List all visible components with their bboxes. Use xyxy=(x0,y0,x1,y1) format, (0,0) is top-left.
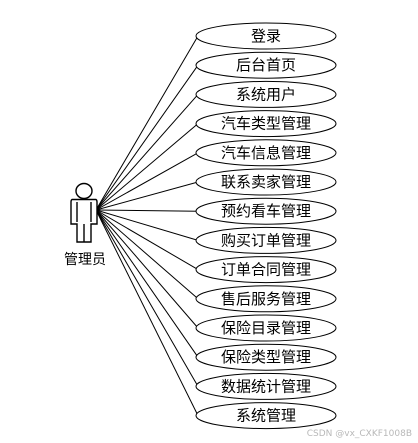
use-case-ellipse xyxy=(195,285,337,313)
use-case-label: 汽车类型管理 xyxy=(221,115,311,133)
use-case-ellipse xyxy=(195,168,337,196)
association-line xyxy=(95,209,199,416)
use-case-list: 登录后台首页系统用户汽车类型管理汽车信息管理联系卖家管理预约看车管理购买订单管理… xyxy=(195,22,337,430)
use-case-ellipse xyxy=(195,343,337,371)
use-case-label: 系统用户 xyxy=(236,85,296,103)
use-case-label: 预约看车管理 xyxy=(221,202,311,220)
use-case-label: 售后服务管理 xyxy=(221,290,311,308)
use-case-label: 数据统计管理 xyxy=(221,377,311,395)
use-case-ellipse xyxy=(195,51,337,79)
use-case-ellipse xyxy=(195,314,337,342)
association-line xyxy=(95,209,199,329)
use-case-label: 订单合同管理 xyxy=(221,261,311,279)
use-case: 系统管理 xyxy=(195,402,337,430)
use-case: 系统用户 xyxy=(195,80,337,108)
stick-figure-actor-icon xyxy=(70,182,98,243)
use-case: 预约看车管理 xyxy=(195,197,337,225)
association-line xyxy=(95,209,199,387)
use-case-ellipse xyxy=(195,80,337,108)
use-case-label: 系统管理 xyxy=(236,407,296,425)
association-line xyxy=(95,209,199,300)
use-case: 购买订单管理 xyxy=(195,226,337,254)
association-line xyxy=(95,209,199,212)
watermark-text: CSDN @vx_CXKF1008B xyxy=(307,429,412,439)
association-line xyxy=(95,123,199,211)
use-case: 汽车类型管理 xyxy=(195,110,337,138)
use-case: 保险类型管理 xyxy=(195,343,337,371)
association-line xyxy=(95,209,199,241)
use-case-label: 保险类型管理 xyxy=(221,348,311,366)
use-case-label: 联系卖家管理 xyxy=(221,173,311,191)
association-line xyxy=(95,35,199,211)
use-case-ellipse xyxy=(195,226,337,254)
use-case: 保险目录管理 xyxy=(195,314,337,342)
use-case-ellipse xyxy=(195,372,337,400)
use-case-ellipse xyxy=(195,22,337,50)
use-case: 联系卖家管理 xyxy=(195,168,337,196)
use-case-label: 登录 xyxy=(251,27,281,45)
association-line xyxy=(95,181,199,211)
association-line xyxy=(95,152,199,211)
use-case-ellipse xyxy=(195,402,337,430)
use-case: 登录 xyxy=(195,22,337,50)
use-case: 后台首页 xyxy=(195,51,337,79)
use-case-ellipse xyxy=(195,139,337,167)
use-case-ellipse xyxy=(195,110,337,138)
actor: 管理员 xyxy=(64,182,106,268)
association-line xyxy=(95,94,199,211)
use-case-label: 后台首页 xyxy=(236,56,296,74)
use-case-ellipse xyxy=(195,197,337,225)
use-case-ellipse xyxy=(195,256,337,284)
use-case-label: 购买订单管理 xyxy=(221,231,311,249)
association-line xyxy=(95,64,199,211)
use-case-label: 汽车信息管理 xyxy=(221,144,311,162)
association-line xyxy=(95,209,199,271)
use-case-label: 保险目录管理 xyxy=(221,319,311,337)
association-line xyxy=(95,209,199,358)
use-case: 订单合同管理 xyxy=(195,256,337,284)
association-lines xyxy=(95,35,199,416)
actor-label: 管理员 xyxy=(64,252,106,268)
use-case: 汽车信息管理 xyxy=(195,139,337,167)
use-case: 售后服务管理 xyxy=(195,285,337,313)
use-case: 数据统计管理 xyxy=(195,372,337,400)
